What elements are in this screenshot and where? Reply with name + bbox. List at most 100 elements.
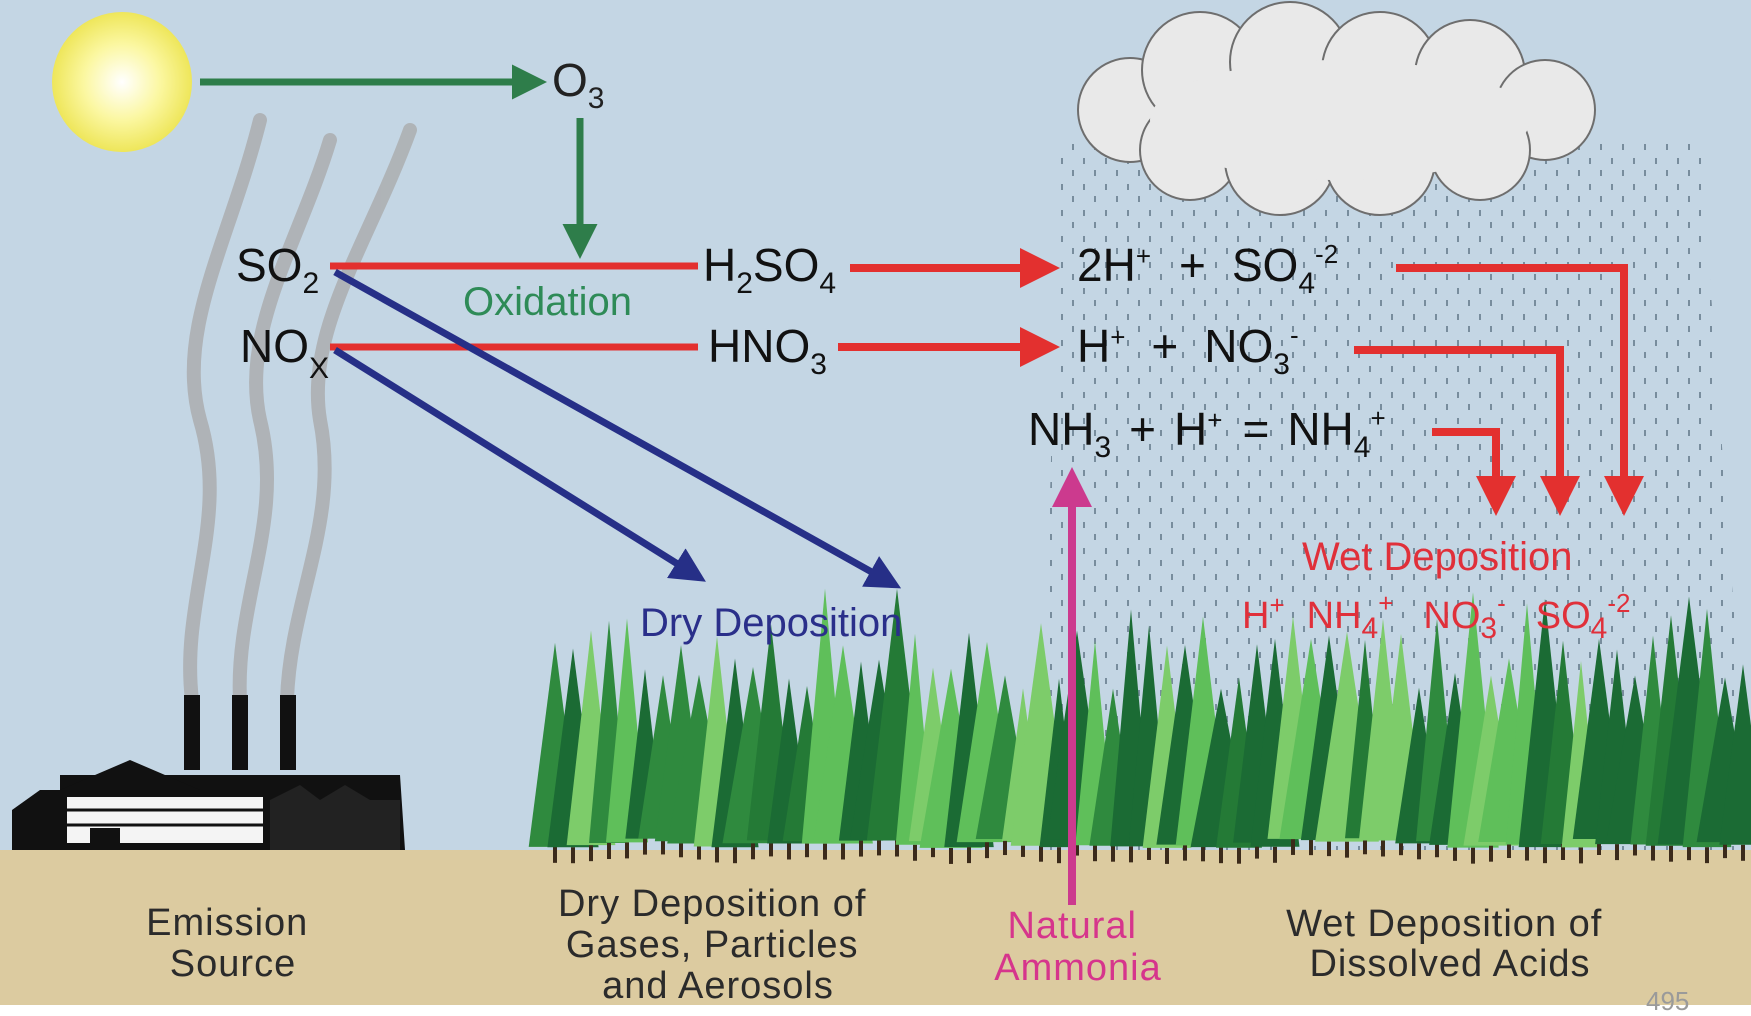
tree-trunk: [1021, 840, 1025, 857]
tree-trunk: [1705, 847, 1709, 864]
h2so4-label: H2SO4: [703, 239, 836, 300]
tree-trunk: [1309, 839, 1313, 856]
ground: [0, 850, 1751, 1011]
tree-trunk: [1057, 847, 1061, 864]
dry-deposition-title: Dry Deposition: [640, 601, 902, 645]
tree-trunk: [1633, 839, 1637, 856]
tree-trunk: [895, 840, 899, 857]
forest: [528, 588, 1751, 864]
tree-trunk: [1525, 844, 1529, 861]
tree-trunk: [769, 840, 773, 857]
tree-trunk: [913, 844, 917, 861]
natural-ammonia-label: Natural Ammonia: [994, 905, 1162, 989]
tree-trunk: [1273, 846, 1277, 863]
tree-trunk: [931, 841, 935, 858]
tree-trunk: [1291, 838, 1295, 855]
emission-source-label: Emission Source: [146, 902, 320, 985]
ion-row-sulfate: 2H++SO4-2: [1077, 239, 1338, 300]
tree-trunk: [1561, 843, 1565, 860]
tree-trunk: [1723, 842, 1727, 859]
tree-trunk: [1489, 845, 1493, 862]
nox-dry-arrow: [333, 347, 706, 582]
tree-trunk: [1453, 844, 1457, 861]
tree-trunk: [1255, 842, 1259, 859]
tree-trunk: [1219, 847, 1223, 864]
sun-icon: [52, 12, 192, 152]
nox-label: NOX: [240, 320, 329, 385]
tree-trunk: [823, 843, 827, 860]
wet-deposition-caption: Wet Deposition of Dissolved Acids: [1286, 903, 1614, 985]
tree-trunk: [1327, 840, 1331, 857]
ozone-label: O3: [552, 54, 604, 115]
tree-trunk: [1165, 847, 1169, 864]
nh4-wet-arrow: [1432, 428, 1516, 516]
tree-trunk: [805, 841, 809, 858]
so2-dry-arrow: [333, 268, 902, 589]
tree-trunk: [1615, 844, 1619, 861]
tree-trunk: [1111, 845, 1115, 862]
tree-trunk: [1381, 840, 1385, 857]
tree-trunk: [985, 842, 989, 859]
ion-row-ammonium: NH3+H+=NH4+: [1028, 403, 1386, 464]
hno3-label: HNO3: [708, 320, 827, 381]
tree-trunk: [589, 845, 593, 862]
tree-trunk: [1075, 839, 1079, 856]
tree-trunk: [1399, 839, 1403, 856]
tree-trunk: [733, 847, 737, 864]
tree-trunk: [1363, 838, 1367, 855]
page-number: 495: [1646, 986, 1689, 1011]
factory-icon: [12, 695, 405, 850]
tree-trunk: [1345, 841, 1349, 858]
tree-trunk: [859, 840, 863, 857]
tree-trunk: [967, 847, 971, 864]
tree-trunk: [1435, 841, 1439, 858]
tree-trunk: [643, 838, 647, 855]
dry-deposition-caption: Dry Deposition of Gases, Particles and A…: [558, 883, 878, 1007]
tree-trunk: [1651, 844, 1655, 861]
tree-trunk: [679, 841, 683, 858]
tree-trunk: [1597, 838, 1601, 855]
tree-trunk: [1147, 843, 1151, 860]
page-margin: [0, 1005, 1751, 1011]
so4-wet-arrow: [1396, 264, 1644, 516]
tree-trunk: [949, 847, 953, 864]
tree-trunk: [1741, 844, 1745, 861]
tree-trunk: [1543, 847, 1547, 864]
wet-deposition-title: Wet Deposition: [1302, 535, 1573, 579]
tree-trunk: [1507, 842, 1511, 859]
tree-trunk: [715, 846, 719, 863]
tree-trunk: [1003, 839, 1007, 856]
tree-trunk: [841, 843, 845, 860]
tree-trunk: [1687, 844, 1691, 861]
tree-trunk: [877, 839, 881, 856]
cloud-icon: [1077, 1, 1596, 216]
tree-trunk: [697, 843, 701, 860]
tree: [1719, 664, 1751, 845]
tree-trunk: [1129, 846, 1133, 863]
oxidation-label: Oxidation: [463, 280, 632, 324]
tree-trunk: [1039, 845, 1043, 862]
no3-wet-arrow: [1354, 346, 1580, 516]
tree-trunk: [1471, 847, 1475, 864]
tree-trunk: [1093, 845, 1097, 862]
tree-trunk: [553, 846, 557, 863]
tree-trunk: [571, 847, 575, 864]
tree-trunk: [607, 843, 611, 860]
ion-row-nitrate: H++NO3-: [1077, 320, 1299, 381]
tree-trunk: [1201, 845, 1205, 862]
tree-trunk: [625, 842, 629, 859]
wet-deposition-ions: H+NH4+NO3-SO4-2: [1242, 588, 1630, 645]
tree-trunk: [787, 843, 791, 860]
tree-trunk: [661, 838, 665, 855]
tree-trunk: [1237, 847, 1241, 864]
tree-trunk: [1417, 843, 1421, 860]
tree-trunk: [1183, 844, 1187, 861]
smoke-plumes: [183, 113, 417, 707]
tree-trunk: [751, 843, 755, 860]
so2-label: SO2: [236, 239, 319, 300]
tree-trunk: [1669, 845, 1673, 862]
rain: [1040, 140, 1751, 850]
tree-trunk: [1579, 847, 1583, 864]
